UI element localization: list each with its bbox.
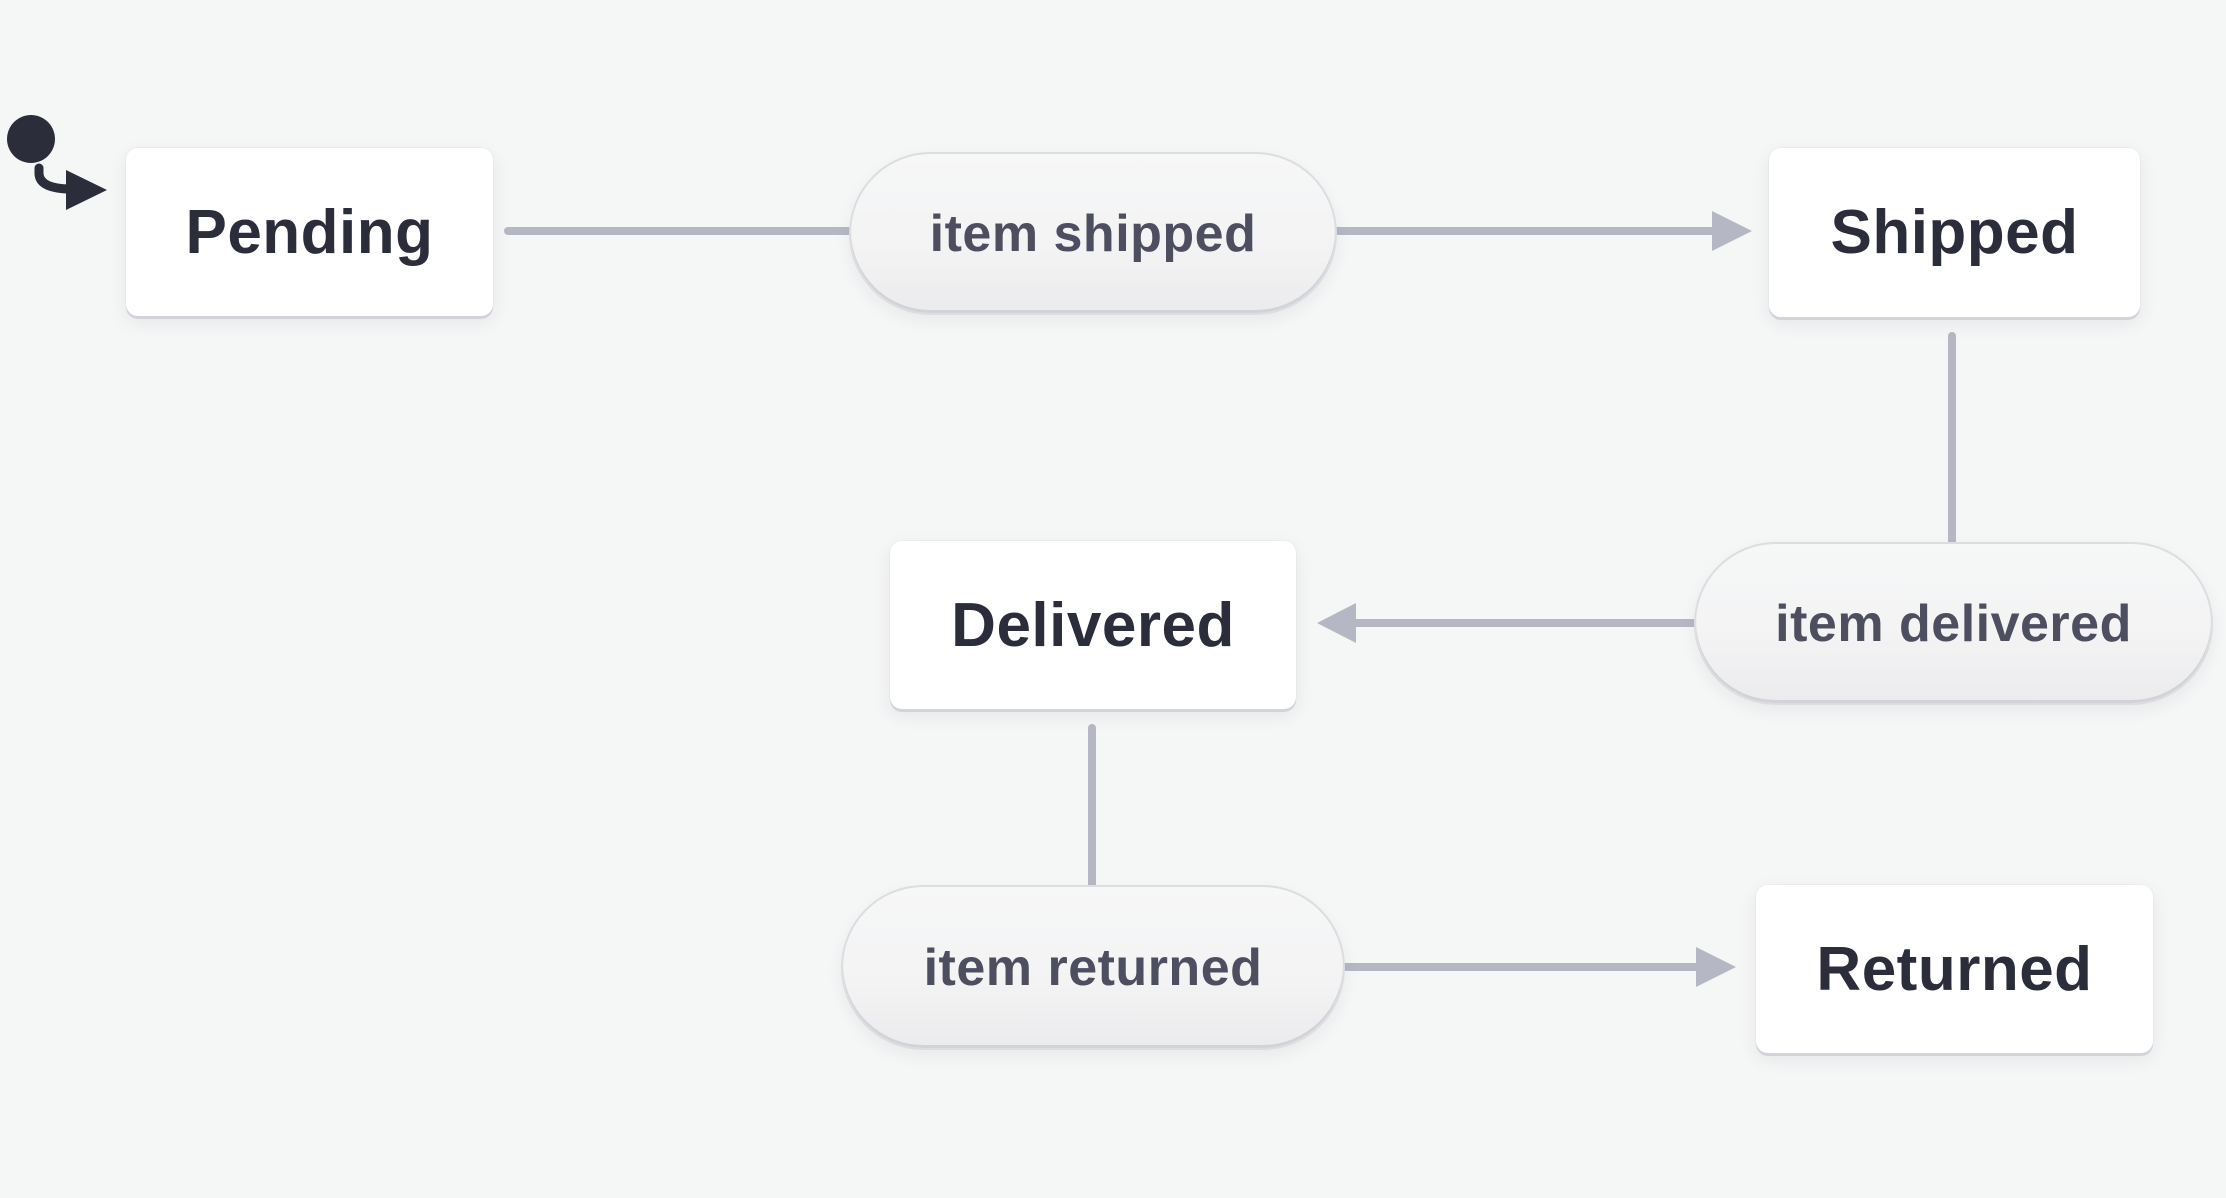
event-item-shipped[interactable]: item shipped bbox=[849, 152, 1337, 315]
arrowhead-icon bbox=[1712, 211, 1752, 251]
initial-state-dot-icon bbox=[7, 115, 55, 163]
event-label: item returned bbox=[923, 938, 1263, 997]
state-label: Pending bbox=[185, 197, 434, 267]
event-label: item delivered bbox=[1775, 594, 2132, 653]
initial-state-marker bbox=[7, 115, 107, 210]
arrowhead-icon bbox=[1696, 947, 1736, 987]
event-label: item shipped bbox=[929, 204, 1257, 263]
event-item-returned[interactable]: item returned bbox=[841, 885, 1345, 1050]
state-label: Delivered bbox=[951, 590, 1235, 660]
state-shipped[interactable]: Shipped bbox=[1769, 148, 2140, 317]
arrowhead-icon bbox=[1317, 603, 1356, 643]
initial-transition-curve bbox=[34, 163, 73, 194]
event-item-delivered[interactable]: item delivered bbox=[1694, 542, 2213, 705]
state-pending[interactable]: Pending bbox=[126, 148, 493, 316]
state-returned[interactable]: Returned bbox=[1756, 885, 2153, 1053]
state-delivered[interactable]: Delivered bbox=[890, 541, 1296, 709]
initial-arrowhead-icon bbox=[66, 170, 107, 210]
state-label: Shipped bbox=[1830, 198, 2079, 267]
state-label: Returned bbox=[1816, 934, 2093, 1004]
